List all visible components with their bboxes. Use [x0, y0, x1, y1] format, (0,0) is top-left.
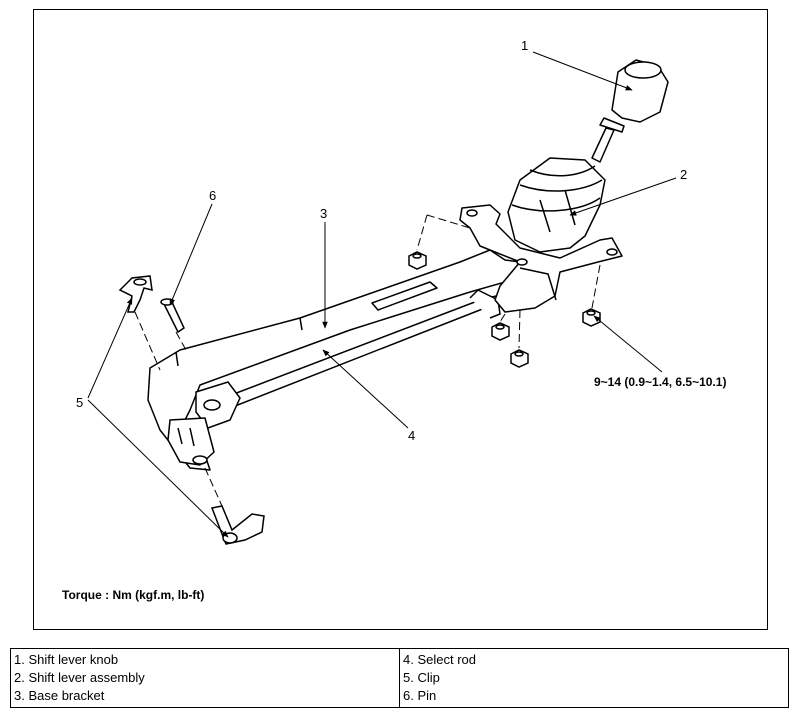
clip-lower [210, 505, 265, 545]
parts-legend: 1. Shift lever knob 2. Shift lever assem… [10, 648, 789, 708]
base-bracket [147, 249, 521, 471]
legend-item: 5. Clip [403, 670, 440, 685]
legend-item: 4. Select rod [403, 652, 476, 667]
callout-3: 3 [320, 206, 327, 221]
nut-3 [510, 349, 529, 368]
torque-spec: 9~14 (0.9~1.4, 6.5~10.1) [594, 375, 726, 389]
legend-left-column: 1. Shift lever knob 2. Shift lever assem… [10, 648, 400, 708]
legend-item: 1. Shift lever knob [14, 652, 119, 667]
nut-2 [491, 322, 510, 341]
legend-item: 6. Pin [403, 688, 437, 703]
legend-right-column: 4. Select rod 5. Clip 6. Pin [399, 648, 789, 708]
callout-1: 1 [521, 38, 528, 53]
clip-upper [118, 275, 153, 313]
legend-item: 2. Shift lever assembly [14, 670, 145, 685]
torque-note: Torque : Nm (kgf.m, lb-ft) [62, 588, 204, 602]
legend-row: 1. Shift lever knob 2. Shift lever assem… [10, 648, 789, 708]
figure-frame [33, 9, 768, 630]
callout-5: 5 [76, 395, 83, 410]
shift-lever-assembly [459, 59, 669, 313]
callout-6: 6 [209, 188, 216, 203]
assembly-guides [134, 214, 601, 507]
exploded-diagram: 1 2 3 4 5 6 9~14 (0.9~1.4, 6.5~10.1) Tor… [62, 38, 726, 602]
legend-item: 3. Base bracket [14, 688, 105, 703]
nut-4 [582, 308, 601, 327]
pin [160, 298, 185, 334]
leader-lines [87, 51, 677, 538]
callout-4: 4 [408, 428, 415, 443]
nut-1 [408, 251, 427, 270]
lower-bracket [167, 417, 215, 466]
callout-2: 2 [680, 167, 687, 182]
